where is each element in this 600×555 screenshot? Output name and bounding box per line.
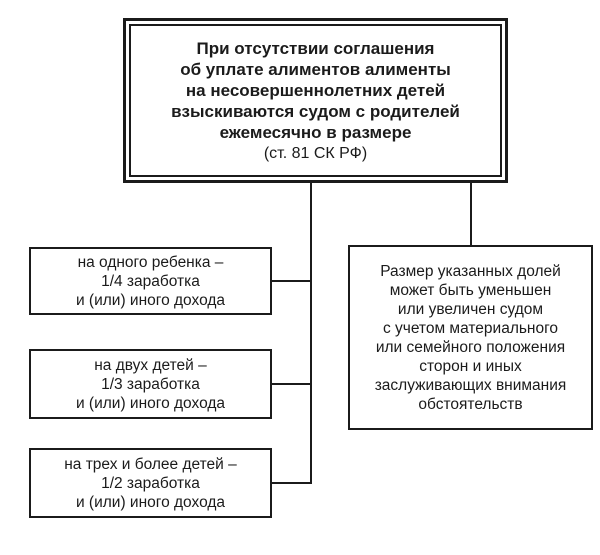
main-statement-text: При отсутствии соглашения об уплате алим…: [171, 38, 460, 142]
share-box-two-children: на двух детей – 1/3 заработка и (или) ин…: [29, 349, 272, 419]
connector-stub-one-child: [272, 280, 310, 282]
share-box-two-children-text: на двух детей – 1/3 заработка и (или) ин…: [75, 356, 226, 412]
share-box-one-child-text: на одного ребенка – 1/4 заработка и (или…: [75, 253, 226, 309]
connector-stub-three-children: [272, 482, 310, 484]
share-box-three-children: на трех и более детей – 1/2 заработка и …: [29, 448, 272, 518]
law-article-reference: (ст. 81 СК РФ): [263, 144, 368, 162]
connector-left-spine: [310, 183, 312, 484]
connector-right-vertical: [470, 183, 472, 245]
main-statement-box: При отсутствии соглашения об уплате алим…: [123, 18, 508, 183]
connector-stub-two-children: [272, 383, 310, 385]
share-box-three-children-text: на трех и более детей – 1/2 заработка и …: [64, 455, 237, 511]
share-box-one-child: на одного ребенка – 1/4 заработка и (или…: [29, 247, 272, 315]
court-adjustment-note-box: Размер указанных долей может быть уменьш…: [348, 245, 593, 430]
court-adjustment-note-text: Размер указанных долей может быть уменьш…: [374, 262, 567, 413]
main-statement-inner-border: При отсутствии соглашения об уплате алим…: [129, 24, 502, 177]
